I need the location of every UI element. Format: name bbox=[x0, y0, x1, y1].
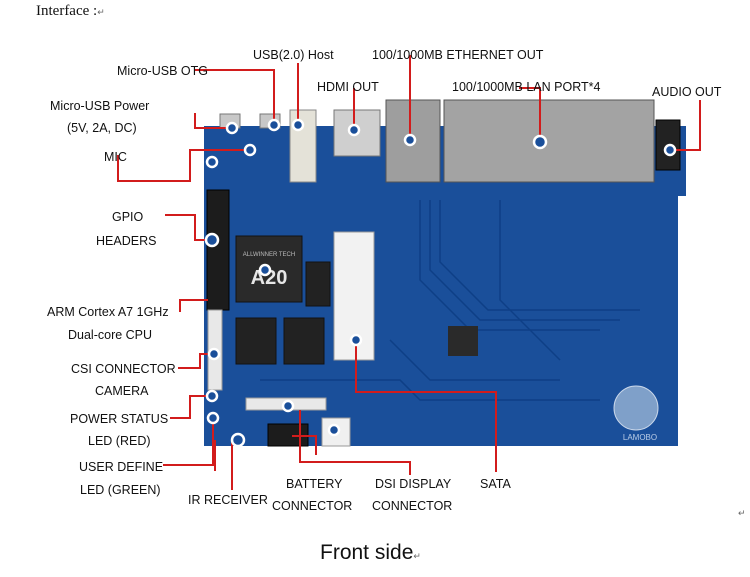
ram-chip bbox=[283, 317, 325, 365]
audio-out-label: AUDIO OUT bbox=[652, 85, 722, 99]
target-markers bbox=[204, 118, 677, 448]
battery-connector-label: CONNECTOR bbox=[272, 499, 353, 513]
gpio-label: GPIO bbox=[112, 210, 144, 224]
gpio-headers-label: HEADERS bbox=[96, 234, 157, 248]
led-red-label: LED (RED) bbox=[88, 434, 151, 448]
ram-chip bbox=[235, 317, 277, 365]
interface-heading: Interface :↵ bbox=[36, 3, 105, 19]
usb-power-label: Micro-USB Power bbox=[50, 99, 150, 113]
dual-core-label: Dual-core CPU bbox=[68, 328, 153, 342]
power-status-label: POWER STATUS bbox=[70, 412, 169, 426]
brand-text: LAMOBO bbox=[623, 433, 657, 442]
leader-lines bbox=[117, 55, 701, 490]
camera-label: CAMERA bbox=[95, 384, 149, 398]
sata-label: SATA bbox=[480, 477, 511, 491]
return-mark: ↵ bbox=[738, 508, 746, 518]
csi-connector-label: CSI CONNECTOR bbox=[71, 362, 176, 376]
hdmi-out-label: HDMI OUT bbox=[317, 80, 379, 94]
arm-cpu-label: ARM Cortex A7 1GHz bbox=[47, 305, 169, 319]
ethernet-out-label: 100/1000MB ETHERNET OUT bbox=[372, 48, 544, 62]
lan-ports bbox=[443, 99, 655, 183]
mounting-hole bbox=[613, 385, 659, 431]
lan-port-label: 100/1000MB LAN PORT*4 bbox=[452, 80, 601, 94]
usb-otg-label: Micro-USB OTG bbox=[117, 64, 208, 78]
gpio-header bbox=[206, 189, 230, 311]
chip-brand-text: ALLWINNER TECH bbox=[243, 252, 295, 258]
user-define-label: USER DEFINE bbox=[79, 460, 164, 474]
battery-label: BATTERY bbox=[286, 477, 343, 491]
usb-power-spec-label: (5V, 2A, DC) bbox=[67, 121, 137, 135]
dsi-display-label: DSI DISPLAY bbox=[375, 477, 452, 491]
mic-label: MIC bbox=[104, 150, 127, 164]
led-green-label: LED (GREEN) bbox=[80, 483, 161, 497]
pcb-traces bbox=[260, 200, 640, 401]
ir-receiver-label: IR RECEIVER bbox=[188, 493, 268, 507]
usb-host-label: USB(2.0) Host bbox=[253, 48, 334, 62]
dsi-connector-label: CONNECTOR bbox=[372, 499, 453, 513]
ethernet-phy-chip bbox=[448, 326, 478, 356]
front-side-caption: Front side↵ bbox=[320, 541, 421, 564]
ram-chip bbox=[305, 261, 331, 307]
